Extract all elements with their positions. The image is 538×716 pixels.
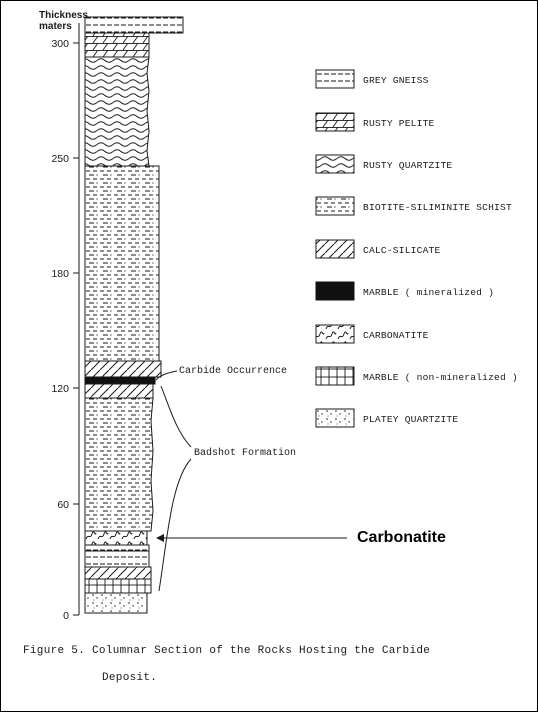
legend-label-marble-nonmineralized: MARBLE ( non-mineralized ) — [363, 372, 518, 383]
layer-grey-gneiss-top — [84, 16, 184, 34]
axis-tick-label: 180 — [51, 268, 69, 280]
legend-label-grey-gneiss: GREY GNEISS — [363, 75, 429, 86]
layer-rusty-quartzite — [84, 56, 150, 167]
legend-swatch-calc-silicate — [315, 239, 355, 259]
axis-tick-label: 120 — [51, 383, 69, 395]
stratigraphic-column — [84, 16, 184, 614]
layer-biotite-schist-upper — [84, 165, 160, 362]
legend-swatch-grey-gneiss — [315, 69, 355, 89]
carbide-occurrence-label: Carbide Occurrence — [179, 365, 287, 377]
axis-tick-label: 60 — [57, 499, 69, 511]
legend-swatch-rusty-pelite — [315, 112, 355, 132]
thickness-axis: 300 250 180 120 60 0 — [51, 23, 80, 622]
legend-swatch-platey-quartzite — [315, 408, 355, 428]
legend-label-rusty-quartzite: RUSTY QUARTZITE — [363, 160, 452, 171]
layer-calc-silicate-base — [84, 566, 152, 580]
legend-swatch-carbonatite — [315, 324, 355, 344]
axis-title-line1: Thickness — [39, 10, 88, 21]
legend-label-calc-silicate: CALC-SILICATE — [363, 245, 440, 256]
legend-label-platey-quartzite: PLATEY QUARTZITE — [363, 414, 458, 425]
legend-label-biotite-schist: BIOTITE-SILIMINITE SCHIST — [363, 202, 512, 213]
layer-marble-nonmineralized — [84, 578, 152, 594]
legend-label-marble-mineralized: MARBLE ( mineralized ) — [363, 287, 494, 298]
layer-grey-gneiss-lower — [84, 550, 150, 568]
legend-swatch-marble-nonmineralized — [315, 366, 355, 386]
axis-tick-label: 300 — [51, 38, 69, 50]
legend-swatch-rusty-quartzite — [315, 154, 355, 174]
legend: GREY GNEISS RUSTY PELITE RUSTY QUARTZITE… — [315, 69, 518, 428]
legend-swatch-marble-mineralized — [315, 281, 355, 301]
layer-rusty-pelite — [84, 32, 150, 58]
axis-tick-label: 0 — [63, 610, 69, 622]
axis-ticks: 300 250 180 120 60 0 — [51, 38, 79, 622]
layer-calc-silicate-lower — [84, 383, 154, 399]
legend-label-rusty-pelite: RUSTY PELITE — [363, 118, 435, 129]
badshot-upper-brace — [160, 385, 192, 448]
layer-grey-gneiss-thin — [84, 544, 150, 552]
layer-marble-mineralized — [84, 376, 156, 385]
axis-tick-label: 250 — [51, 153, 69, 165]
badshot-formation-label: Badshot Formation — [194, 447, 296, 459]
layer-platey-quartzite — [84, 592, 148, 614]
carbide-leader-line — [155, 370, 178, 381]
badshot-lower-brace — [158, 458, 192, 592]
legend-label-carbonatite: CARBONATITE — [363, 330, 429, 341]
annotations: Carbide Occurrence Badshot Formation Car… — [155, 365, 446, 592]
figure-caption-line1: Figure 5. Columnar Section of the Rocks … — [23, 645, 430, 657]
layer-calc-silicate — [84, 360, 162, 378]
carbonatite-callout-label: Carbonatite — [357, 529, 446, 546]
legend-swatch-biotite-schist — [315, 196, 355, 216]
axis-title-line2: maters — [39, 21, 72, 32]
figure-caption-line2: Deposit. — [102, 672, 157, 684]
layer-biotite-schist-lower — [84, 397, 154, 532]
layer-carbonatite — [84, 530, 148, 546]
